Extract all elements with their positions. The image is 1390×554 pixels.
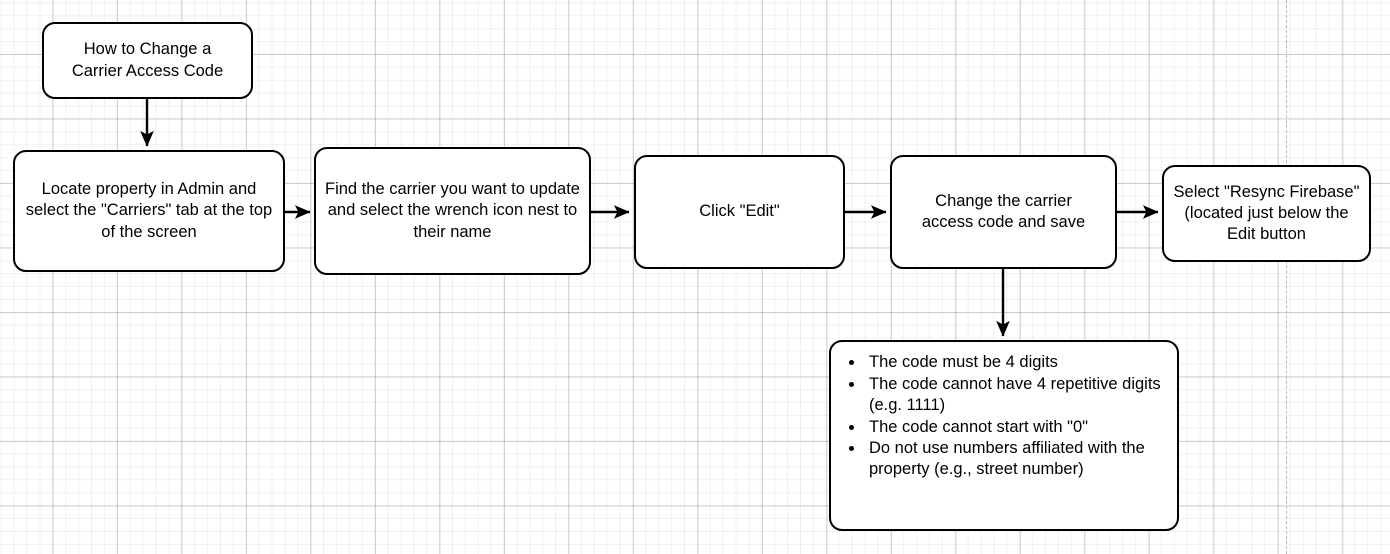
node-resync-firebase-label: Select "Resync Firebase" (located just b…: [1173, 182, 1360, 244]
node-click-edit[interactable]: Click "Edit": [634, 155, 845, 269]
node-start[interactable]: How to Change a Carrier Access Code: [42, 22, 253, 99]
node-locate-property[interactable]: Locate property in Admin and select the …: [13, 150, 285, 272]
list-item: The code cannot have 4 repetitive digits…: [865, 374, 1163, 416]
page-break-line: [1286, 0, 1287, 554]
list-item: The code cannot start with "0": [865, 417, 1163, 438]
node-resync-firebase[interactable]: Select "Resync Firebase" (located just b…: [1162, 165, 1371, 262]
node-find-carrier-label: Find the carrier you want to update and …: [325, 180, 580, 241]
list-item: Do not use numbers affiliated with the p…: [865, 438, 1163, 480]
code-rules-list: The code must be 4 digits The code canno…: [831, 342, 1177, 481]
node-code-rules[interactable]: The code must be 4 digits The code canno…: [829, 340, 1179, 531]
node-find-carrier[interactable]: Find the carrier you want to update and …: [314, 147, 591, 275]
node-locate-property-label: Locate property in Admin and select the …: [25, 180, 273, 241]
node-change-code-label: Change the carrier access code and save: [921, 191, 1086, 231]
node-change-code[interactable]: Change the carrier access code and save: [890, 155, 1117, 269]
node-start-label: How to Change a Carrier Access Code: [71, 40, 224, 80]
node-click-edit-label: Click "Edit": [699, 202, 780, 221]
list-item: The code must be 4 digits: [865, 352, 1163, 373]
